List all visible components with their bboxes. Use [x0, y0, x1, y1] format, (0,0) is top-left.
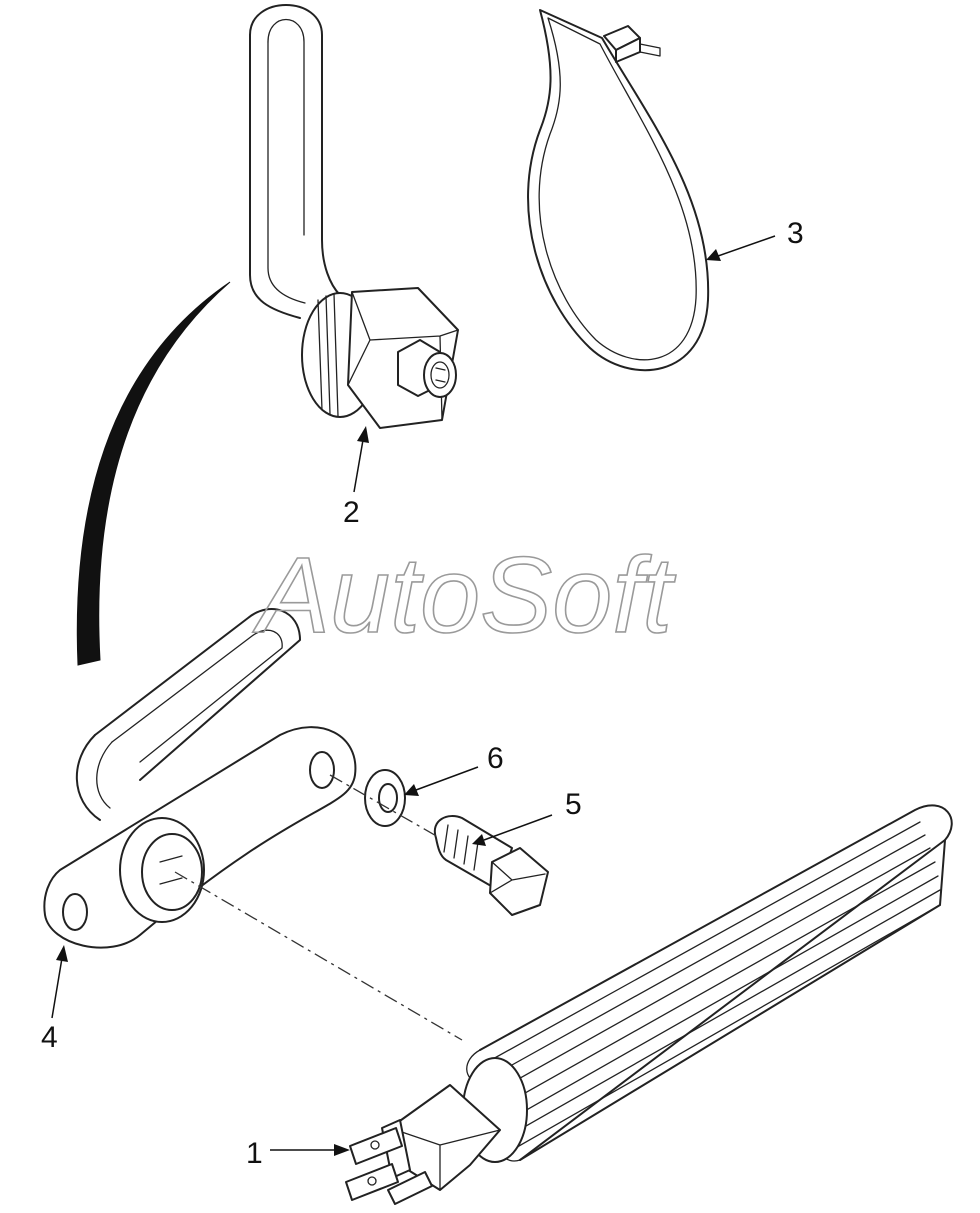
- part-2-threaded-heater: [249, 4, 459, 429]
- watermark: AutoSoft: [252, 534, 676, 655]
- callout-1: 1: [246, 1137, 263, 1170]
- part-1-heating-element: [345, 804, 953, 1205]
- callout-3: 3: [787, 217, 804, 250]
- part-5-bolt: [433, 815, 549, 916]
- callout-6: 6: [487, 742, 504, 775]
- assembly-line-bolt: [329, 774, 441, 839]
- element-fins: [466, 804, 953, 1162]
- curved-strip: [76, 281, 231, 666]
- part-3-strap-clamp: [527, 9, 710, 372]
- assembly-line-element: [174, 871, 463, 1041]
- callout-4: 4: [41, 1021, 58, 1054]
- leader-lines: [51, 235, 776, 1156]
- callout-2: 2: [343, 496, 360, 529]
- callout-5: 5: [565, 788, 582, 821]
- part-4-flange-element: [43, 608, 357, 949]
